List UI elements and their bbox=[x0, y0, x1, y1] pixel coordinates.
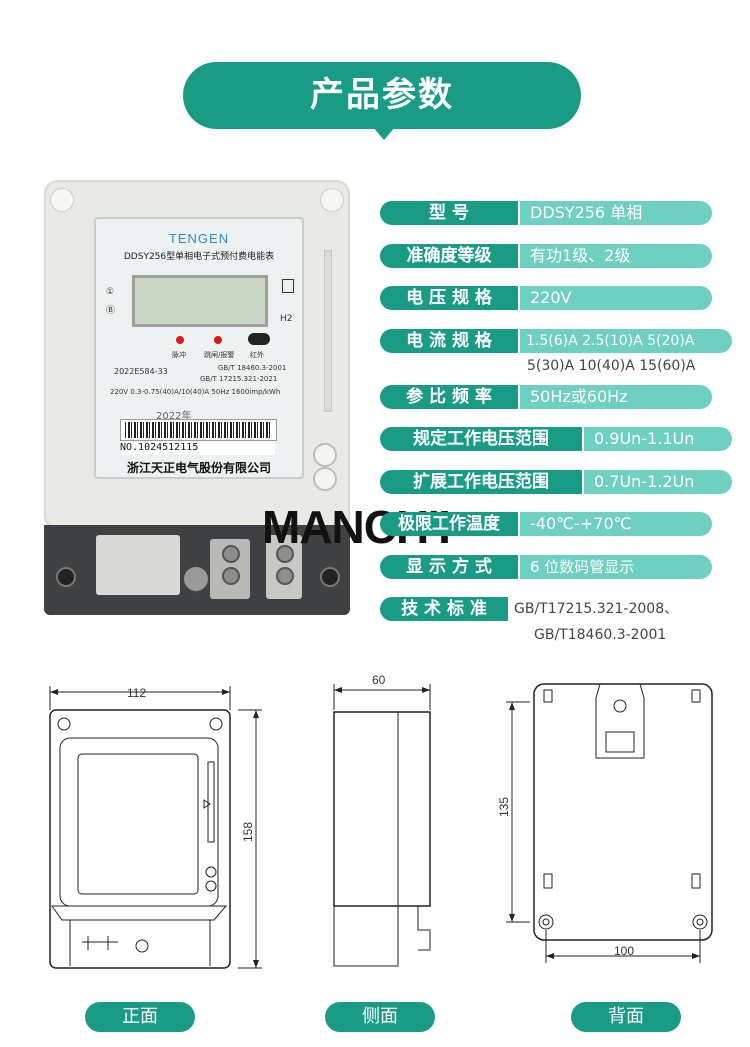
side-view-label: 侧面 bbox=[325, 1002, 435, 1032]
spec-label-accuracy: 准确度等级 bbox=[380, 244, 518, 268]
meter-photo: TENGEN DDSY256型单相电子式预付费电能表 ① Ⓑ H2 脉冲 跳闸/… bbox=[44, 180, 350, 615]
meter-faceplate: TENGEN DDSY256型单相电子式预付费电能表 ① Ⓑ H2 脉冲 跳闸/… bbox=[94, 217, 304, 479]
back-height-dimension: 135 bbox=[497, 796, 512, 818]
back-width-dimension: 100 bbox=[614, 944, 635, 958]
mount-knob-left bbox=[50, 188, 74, 212]
back-view-drawing bbox=[506, 683, 713, 963]
spec-value-rated-range: 0.9Un-1.1Un bbox=[584, 427, 732, 451]
spec-extra-standard: GB/T18460.3-2001 bbox=[534, 627, 667, 643]
spec-label-model: 型 号 bbox=[380, 201, 518, 225]
main-screw bbox=[182, 565, 210, 593]
pulse-label: 脉冲 bbox=[172, 351, 186, 359]
spec-label-current: 电 流 规 格 bbox=[380, 329, 518, 353]
button-upper bbox=[313, 443, 337, 467]
spec-value-frequency: 50Hz或60Hz bbox=[520, 385, 712, 409]
spec-label-standard: 技 术 标 准 bbox=[380, 597, 508, 621]
mount-knob-right bbox=[320, 188, 344, 212]
spec-label-voltage: 电 压 规 格 bbox=[380, 286, 518, 310]
base-hole-left bbox=[56, 567, 76, 587]
pulse-led bbox=[176, 336, 184, 344]
barcode bbox=[120, 419, 277, 441]
spec-label-frequency: 参 比 频 率 bbox=[380, 385, 518, 409]
trip-label: 跳闸/报警 bbox=[204, 351, 235, 359]
front-view-drawing bbox=[49, 686, 262, 969]
front-width-dimension: 112 bbox=[127, 686, 147, 700]
std-line-2: GB/T 17215.321-2021 bbox=[200, 375, 278, 383]
button-lower bbox=[313, 467, 337, 491]
pa-code: 2022E584-33 bbox=[114, 367, 168, 376]
front-view-label: 正面 bbox=[85, 1002, 195, 1032]
side-view-drawing bbox=[333, 684, 431, 967]
spec-value-model: DDSY256 单相 bbox=[520, 201, 712, 225]
h2-label: H2 bbox=[280, 314, 293, 324]
serial-number: NO.1024512115 bbox=[120, 441, 275, 455]
screw-2 bbox=[222, 567, 240, 585]
rating-line: 220V 0.3-0.75(40)A/10(40)A 50Hz 1600imp/… bbox=[110, 388, 281, 396]
terminal-base bbox=[44, 525, 350, 615]
manufacturer-name: 浙江天正电气股份有限公司 bbox=[126, 461, 271, 475]
spec-label-extended-range: 扩展工作电压范围 bbox=[380, 470, 582, 494]
meter-model: DDSY256型单相电子式预付费电能表 bbox=[123, 252, 275, 262]
marker-1: ① bbox=[106, 287, 115, 297]
spec-value-current: 1.5(6)A 2.5(10)A 5(20)A bbox=[520, 329, 732, 353]
ir-port bbox=[248, 333, 270, 345]
trip-led bbox=[214, 336, 222, 344]
lcd-display bbox=[132, 275, 268, 327]
spec-value-voltage: 220V bbox=[520, 286, 712, 310]
screw-3 bbox=[276, 545, 294, 563]
meter-body: TENGEN DDSY256型单相电子式预付费电能表 ① Ⓑ H2 脉冲 跳闸/… bbox=[44, 180, 350, 530]
seal-slot bbox=[324, 250, 332, 412]
side-depth-dimension: 60 bbox=[372, 673, 386, 687]
banner-pointer bbox=[372, 126, 396, 140]
spec-value-display: 6 位数码管显示 bbox=[520, 555, 712, 579]
spec-value-temperature: -40℃-+70℃ bbox=[520, 512, 712, 536]
ir-label: 红外 bbox=[250, 351, 264, 359]
spec-value-accuracy: 有功1级、2级 bbox=[520, 244, 712, 268]
back-view-label: 背面 bbox=[571, 1002, 681, 1032]
barcode-bars bbox=[125, 422, 272, 438]
header-banner bbox=[183, 62, 581, 129]
meter-brand: TENGEN bbox=[168, 231, 230, 246]
spec-value-standard: GB/T17215.321-2008、 bbox=[510, 597, 740, 621]
spec-extra-current: 5(30)A 10(40)A 15(60)A bbox=[527, 358, 696, 374]
std-line-1: GB/T 18460.3-2001 bbox=[218, 364, 287, 372]
h2-symbol bbox=[282, 279, 294, 293]
spec-label-display: 显 示 方 式 bbox=[380, 555, 518, 579]
spec-label-rated-range: 规定工作电压范围 bbox=[380, 427, 582, 451]
spec-label-temperature: 极限工作温度 bbox=[380, 512, 518, 536]
front-height-dimension: 158 bbox=[241, 821, 256, 843]
screw-4 bbox=[276, 567, 294, 585]
base-hole-right bbox=[320, 567, 340, 587]
marker-b: Ⓑ bbox=[106, 306, 116, 316]
page-title: 产品参数 bbox=[310, 75, 454, 115]
terminal-block-left bbox=[96, 535, 180, 595]
year-label: 2022年 bbox=[156, 411, 192, 422]
spec-value-extended-range: 0.7Un-1.2Un bbox=[584, 470, 732, 494]
screw-1 bbox=[222, 545, 240, 563]
